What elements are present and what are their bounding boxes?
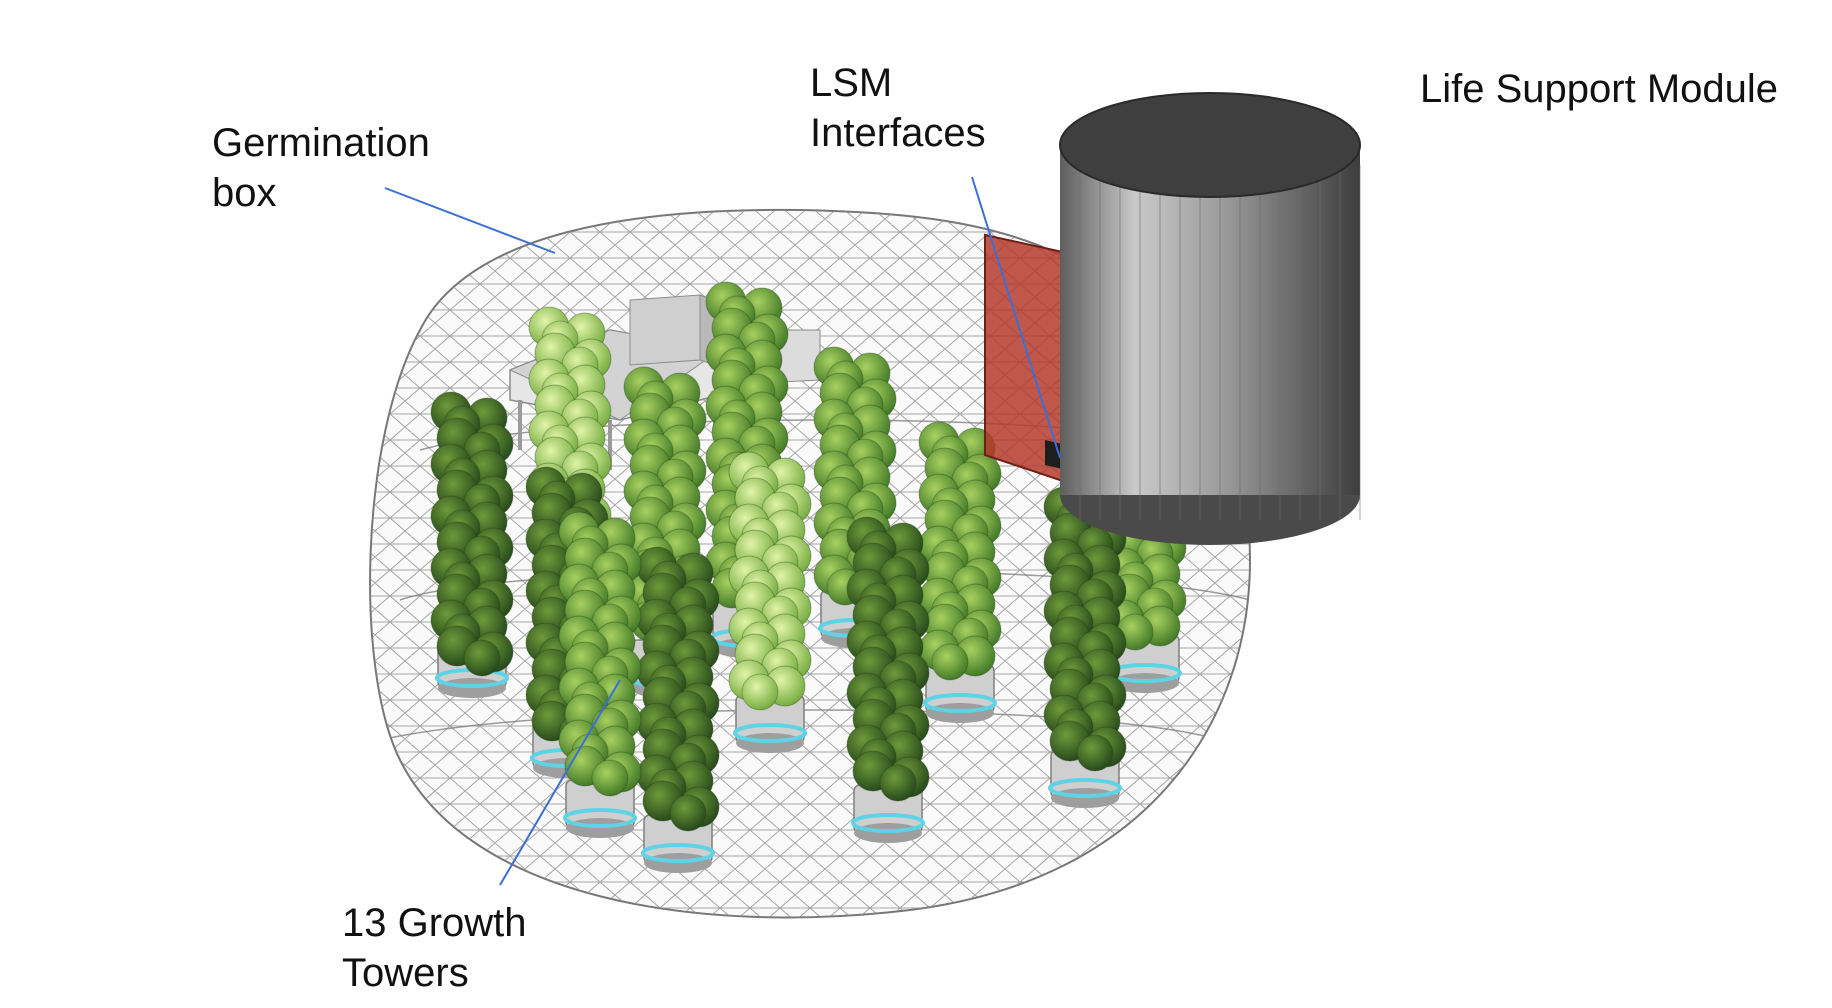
growth-tower-icon xyxy=(728,451,812,753)
cylinder-module-icon xyxy=(1059,92,1361,545)
towers-leader-line xyxy=(499,679,621,886)
growth-tower-icon xyxy=(558,511,642,838)
growth-tower-icon xyxy=(430,391,514,698)
germination-leader-line xyxy=(384,187,556,254)
growth-towers-label: 13 Growth Towers xyxy=(342,901,527,995)
growth-tower-icon xyxy=(1043,486,1127,808)
growth-tower-icon xyxy=(636,546,720,873)
leader-lines xyxy=(384,176,1061,886)
life-support-module-label: Life Support Module xyxy=(1420,67,1779,111)
growth-tower-icon xyxy=(846,516,930,843)
lsm-leader-line xyxy=(971,176,1061,459)
lsm-interfaces-label: LSM Interfaces xyxy=(810,61,986,155)
growth-tower-icon xyxy=(918,421,1002,723)
germination-box-label: Germination box xyxy=(212,121,430,215)
